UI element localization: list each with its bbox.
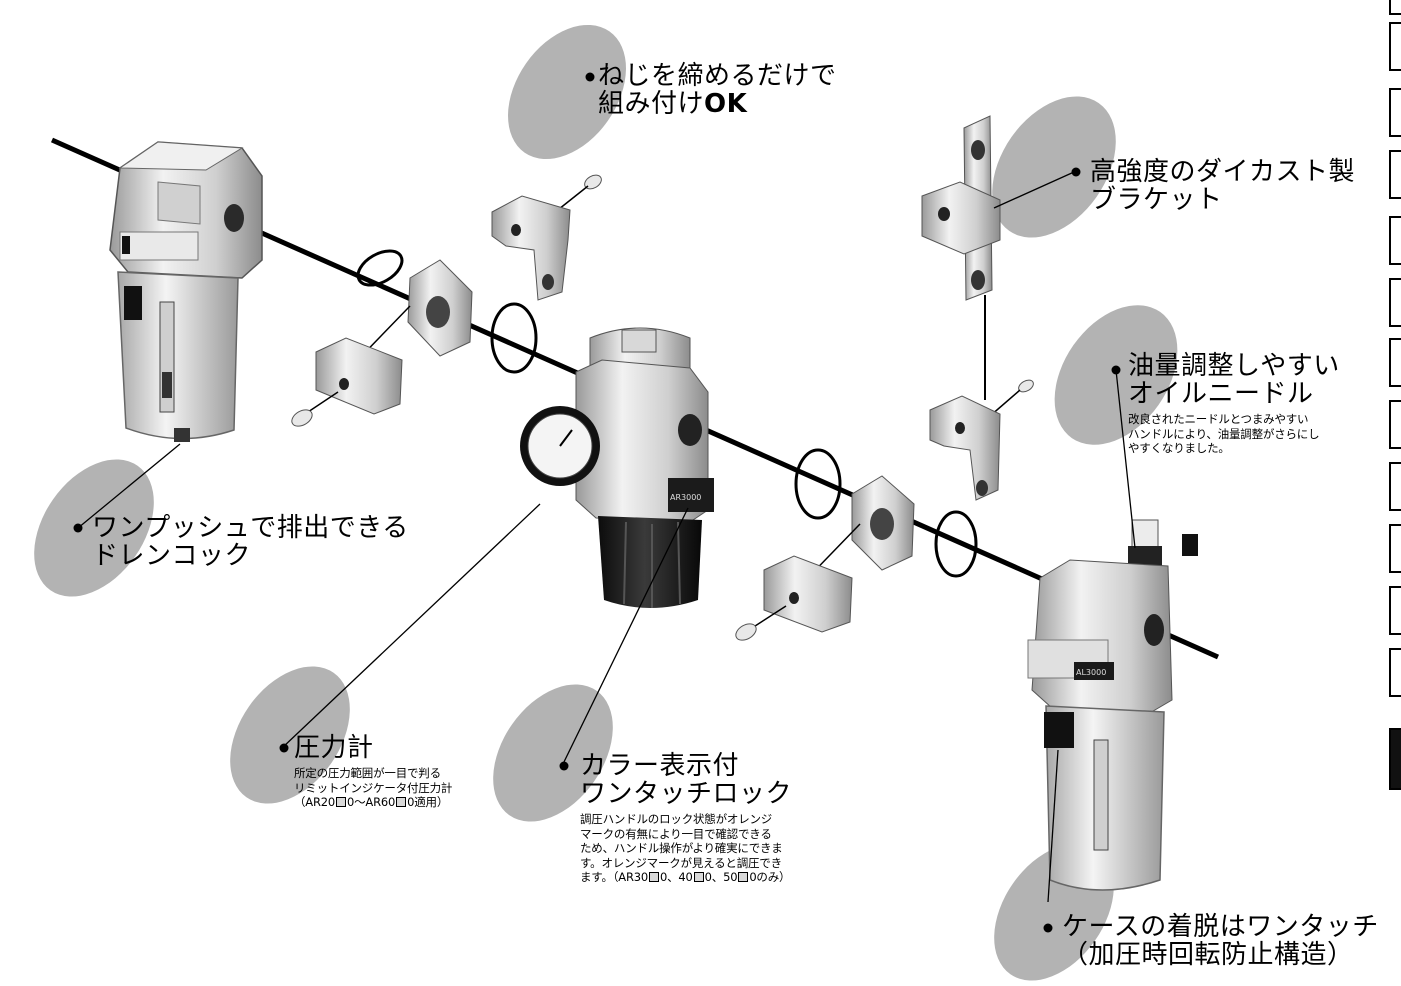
lubricator-unit: AL3000 xyxy=(1027,519,1198,891)
side-index-tab[interactable] xyxy=(1389,338,1401,387)
filter-unit xyxy=(109,141,263,442)
callout-bracket-line2: ブラケット xyxy=(1090,185,1223,215)
modular-parts-right xyxy=(735,115,1034,641)
modular-parts-left xyxy=(291,174,602,427)
callout-drain: ワンプッシュで排出できる ドレンコック xyxy=(92,514,409,570)
bubble-drain xyxy=(34,459,154,597)
leader-lines xyxy=(77,171,1136,903)
side-index-tab[interactable] xyxy=(1389,400,1401,449)
side-index-tab[interactable] xyxy=(1389,88,1401,137)
callout-drain-line1: ワンプッシュで排出できる xyxy=(92,513,409,543)
callout-case-line1: ケースの着脱はワンタッチ xyxy=(1062,912,1379,942)
side-index-tab[interactable] xyxy=(1389,648,1401,697)
callout-needle-title2: オイルニードル xyxy=(1128,379,1314,409)
callout-lock-desc2: マークの有無により一目で確認できる xyxy=(580,826,772,841)
callout-lock-title1: カラー表示付 xyxy=(580,751,740,781)
side-index-tab[interactable] xyxy=(1389,216,1401,265)
callout-screw-line1: ねじを締めるだけで xyxy=(598,61,837,91)
callout-lock-desc3: ため、ハンドル操作がより確実にできま xyxy=(580,841,783,855)
callout-gauge-title: 圧力計 xyxy=(294,733,374,763)
bubble-lock xyxy=(493,684,613,822)
side-index-tab[interactable] xyxy=(1389,524,1401,573)
callout-bubbles xyxy=(34,24,1178,981)
bubble-bracket xyxy=(992,96,1116,238)
lubricator-marking: AL3000 xyxy=(1076,668,1106,677)
side-index-tab[interactable] xyxy=(1389,0,1401,15)
callout-lock-title2: ワンタッチロック xyxy=(580,779,793,809)
callout-needle-desc3: やすくなりました。 xyxy=(1128,441,1230,455)
callout-lock: カラー表示付 ワンタッチロック 調圧ハンドルのロック状態がオレンジ マークの有無… xyxy=(580,752,792,885)
bullet-dots xyxy=(73,72,1121,933)
callout-bracket: 高強度のダイカスト製 ブラケット xyxy=(1090,158,1355,214)
callout-needle-desc2: ハンドルにより、油量調整がさらにし xyxy=(1128,426,1320,441)
callout-gauge-desc1: 所定の圧力範囲が一目で判る xyxy=(294,766,441,780)
callout-case-line2: （加圧時回転防止構造） xyxy=(1062,940,1354,970)
callout-screw-ok: OK xyxy=(704,89,748,119)
callout-case: ケースの着脱はワンタッチ （加圧時回転防止構造） xyxy=(1062,913,1379,969)
regulator-unit: AR3000 xyxy=(520,327,714,608)
regulator-marking: AR3000 xyxy=(670,493,701,502)
callout-needle-title1: 油量調整しやすい xyxy=(1128,351,1340,381)
bubble-gauge xyxy=(230,666,350,804)
side-index-tab[interactable] xyxy=(1389,728,1401,790)
bubble-screw xyxy=(508,24,626,160)
side-index-tab[interactable] xyxy=(1389,586,1401,635)
callout-needle-desc1: 改良されたニードルとつまみやすい xyxy=(1128,412,1309,426)
side-index-tab[interactable] xyxy=(1389,22,1401,71)
callout-screw-line2: 組み付け xyxy=(598,89,705,119)
callout-gauge-desc2: リミットインジケータ付圧力計 xyxy=(294,780,453,795)
callout-drain-line2: ドレンコック xyxy=(92,541,252,571)
side-index-tabs xyxy=(1389,0,1401,790)
callout-lock-desc1: 調圧ハンドルのロック状態がオレンジ xyxy=(580,812,773,826)
side-index-tab[interactable] xyxy=(1389,462,1401,511)
callout-needle: 油量調整しやすい オイルニードル 改良されたニードルとつまみやすい ハンドルによ… xyxy=(1128,352,1340,456)
side-index-tab[interactable] xyxy=(1389,278,1401,327)
callout-screw: ねじを締めるだけで 組み付けOK xyxy=(598,62,837,118)
side-index-tab[interactable] xyxy=(1389,150,1401,199)
callout-bracket-line1: 高強度のダイカスト製 xyxy=(1090,157,1356,187)
callout-lock-desc4: す。オレンジマークが見えると調圧でき xyxy=(580,855,782,870)
